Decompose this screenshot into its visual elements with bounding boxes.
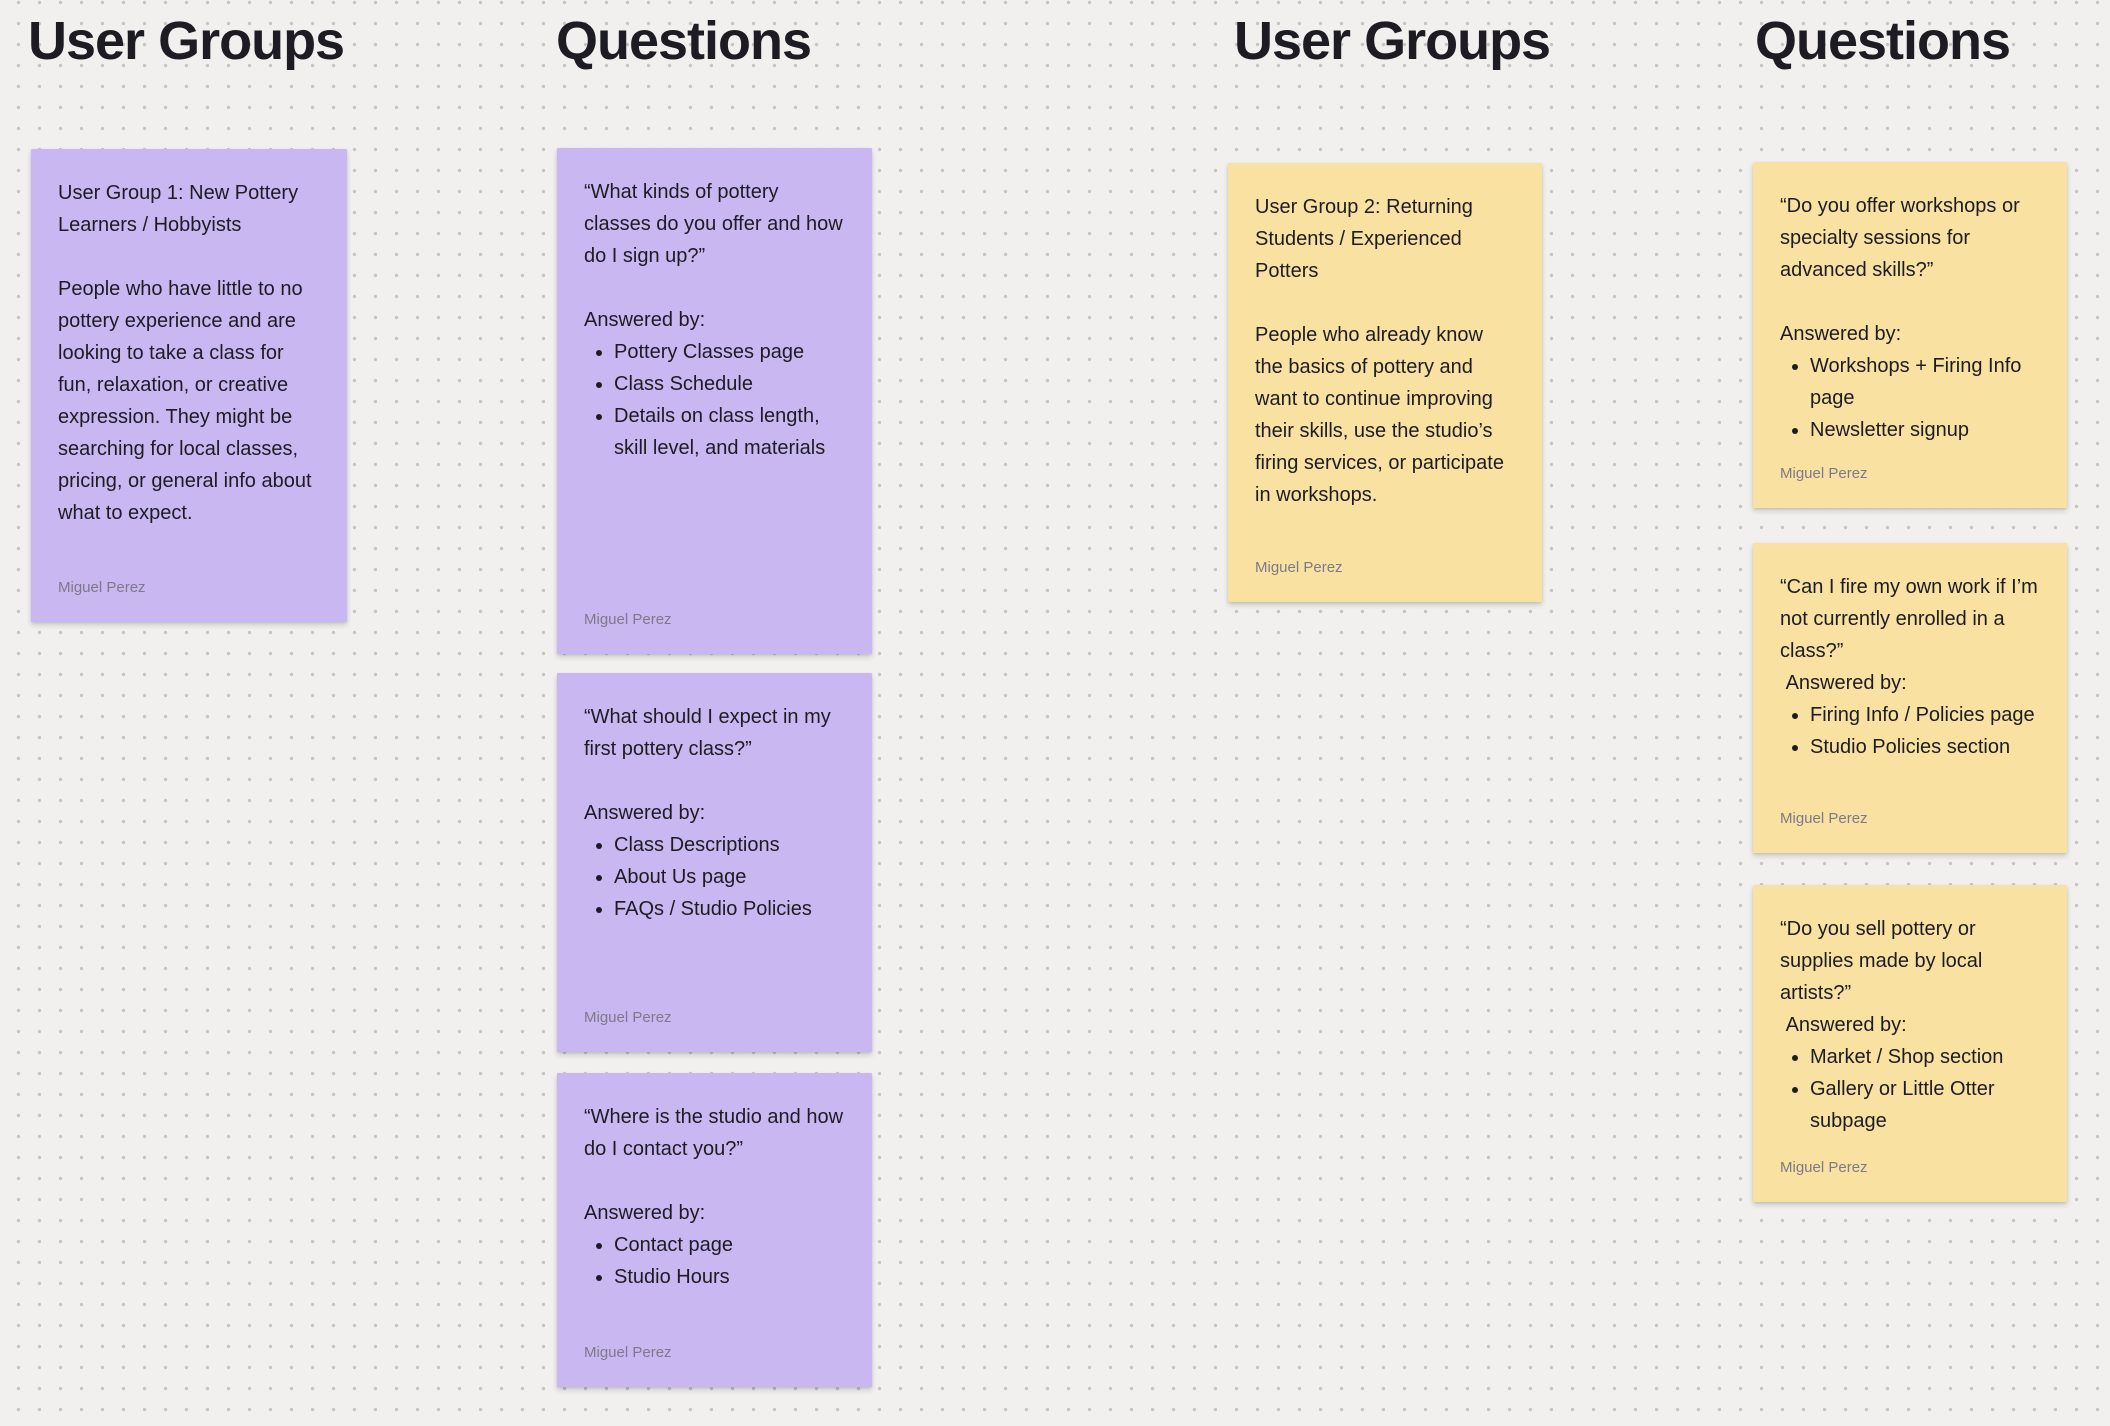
note-paragraph: “Where is the studio and how do I contac…: [584, 1106, 849, 1160]
note-paragraph: People who have little to no pottery exp…: [58, 278, 318, 524]
note-author: Miguel Perez: [584, 1009, 672, 1026]
note-text: User Group 2: Returning Students / Exper…: [1255, 191, 1515, 511]
note-bullet-item: Newsletter signup: [1810, 414, 2040, 446]
note-bullet-item: FAQs / Studio Policies: [614, 893, 845, 925]
note-paragraph: [584, 272, 845, 304]
note-paragraph: [584, 765, 845, 797]
sticky-note-f[interactable]: “Do you offer workshops or specialty ses…: [1753, 162, 2067, 508]
note-text: “Can I fire my own work if I’m not curre…: [1780, 571, 2040, 763]
note-paragraph: Answered by:: [584, 1202, 706, 1224]
note-bullet-item: Gallery or Little Otter subpage: [1810, 1073, 2040, 1137]
note-bullet-item: Class Descriptions: [614, 829, 845, 861]
note-text: “What kinds of pottery classes do you of…: [584, 176, 845, 464]
note-paragraph: [58, 241, 320, 273]
section-title-questions-1[interactable]: Questions: [556, 11, 812, 71]
note-paragraph: Answered by:: [1780, 672, 1907, 694]
sticky-note-d[interactable]: “Where is the studio and how do I contac…: [557, 1073, 872, 1387]
note-text: “Do you sell pottery or supplies made by…: [1780, 913, 2040, 1137]
note-paragraph: “What kinds of pottery classes do you of…: [584, 181, 849, 267]
note-bullet-item: Firing Info / Policies page: [1810, 699, 2040, 731]
sticky-note-g[interactable]: “Can I fire my own work if I’m not curre…: [1753, 543, 2067, 853]
note-paragraph: User Group 1: New Pottery Learners / Hob…: [58, 182, 304, 236]
note-paragraph: “Do you sell pottery or supplies made by…: [1780, 918, 1988, 1004]
note-bullet-list: Market / Shop sectionGallery or Little O…: [1780, 1041, 2040, 1137]
sticky-note-c[interactable]: “What should I expect in my first potter…: [557, 673, 872, 1052]
sticky-note-e[interactable]: User Group 2: Returning Students / Exper…: [1228, 163, 1542, 602]
note-text: “Do you offer workshops or specialty ses…: [1780, 190, 2040, 446]
note-bullet-item: Workshops + Firing Info page: [1810, 350, 2040, 414]
sticky-note-b[interactable]: “What kinds of pottery classes do you of…: [557, 148, 872, 654]
sticky-note-a[interactable]: User Group 1: New Pottery Learners / Hob…: [31, 149, 347, 622]
note-paragraph: [1255, 287, 1515, 319]
sticky-note-h[interactable]: “Do you sell pottery or supplies made by…: [1753, 885, 2067, 1202]
section-title-user-groups-2[interactable]: User Groups: [1234, 11, 1551, 71]
note-paragraph: Answered by:: [1780, 323, 1902, 345]
section-title-questions-2[interactable]: Questions: [1755, 11, 2011, 71]
note-text: “What should I expect in my first potter…: [584, 701, 845, 925]
note-author: Miguel Perez: [1780, 465, 1868, 482]
note-bullet-item: Pottery Classes page: [614, 336, 845, 368]
note-paragraph: “Do you offer workshops or specialty ses…: [1780, 195, 2026, 281]
note-bullet-item: Studio Policies section: [1810, 731, 2040, 763]
note-author: Miguel Perez: [1780, 1159, 1868, 1176]
note-author: Miguel Perez: [58, 579, 146, 596]
note-paragraph: Answered by:: [1780, 1014, 1907, 1036]
note-paragraph: [1780, 286, 2040, 318]
note-paragraph: “Can I fire my own work if I’m not curre…: [1780, 576, 2044, 662]
note-author: Miguel Perez: [584, 611, 672, 628]
note-bullet-list: Contact pageStudio Hours: [584, 1229, 845, 1293]
note-author: Miguel Perez: [1255, 559, 1343, 576]
note-author: Miguel Perez: [584, 1344, 672, 1361]
note-paragraph: People who already know the basics of po…: [1255, 324, 1510, 506]
note-author: Miguel Perez: [1780, 810, 1868, 827]
note-paragraph: Answered by:: [584, 802, 706, 824]
note-bullet-list: Pottery Classes pageClass ScheduleDetail…: [584, 336, 845, 464]
note-paragraph: [584, 1165, 845, 1197]
note-paragraph: User Group 2: Returning Students / Exper…: [1255, 196, 1479, 282]
note-bullet-list: Firing Info / Policies pageStudio Polici…: [1780, 699, 2040, 763]
section-title-user-groups-1[interactable]: User Groups: [28, 11, 345, 71]
note-bullet-list: Class DescriptionsAbout Us pageFAQs / St…: [584, 829, 845, 925]
note-bullet-item: Studio Hours: [614, 1261, 845, 1293]
note-paragraph: “What should I expect in my first potter…: [584, 706, 837, 760]
note-text: User Group 1: New Pottery Learners / Hob…: [58, 177, 320, 529]
note-bullet-item: Details on class length, skill level, an…: [614, 400, 845, 464]
note-bullet-item: About Us page: [614, 861, 845, 893]
note-bullet-item: Class Schedule: [614, 368, 845, 400]
note-bullet-item: Market / Shop section: [1810, 1041, 2040, 1073]
note-text: “Where is the studio and how do I contac…: [584, 1101, 845, 1293]
note-paragraph: Answered by:: [584, 309, 706, 331]
note-bullet-item: Contact page: [614, 1229, 845, 1261]
note-bullet-list: Workshops + Firing Info pageNewsletter s…: [1780, 350, 2040, 446]
